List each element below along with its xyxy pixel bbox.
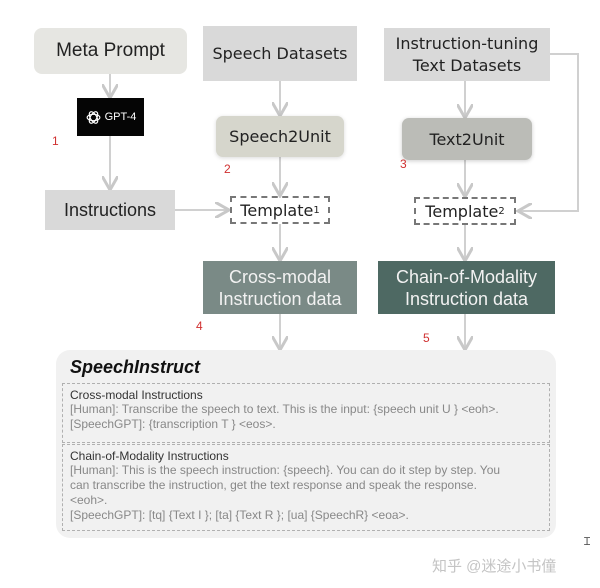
step-number-4: 4 (196, 319, 203, 333)
chain-human-line2: can transcribe the instruction, get the … (70, 478, 477, 492)
itds-line2: Text Datasets (412, 55, 522, 75)
cross-modal-human: [Human]: Transcribe the speech to text. … (70, 402, 499, 416)
step-number-3: 3 (400, 157, 407, 171)
text2unit-node: Text2Unit (402, 118, 532, 160)
instructions-node: Instructions (45, 190, 175, 230)
cross-modal-title: Cross-modal Instructions (70, 388, 203, 402)
gpt4-logo: GPT-4 (77, 98, 144, 136)
speechinstruct-title: SpeechInstruct (70, 357, 201, 377)
step-number-5: 5 (423, 331, 430, 345)
meta-prompt-node: Meta Prompt (34, 28, 187, 74)
chain-of-modality-instructions-section: Chain-of-Modality Instructions [Human]: … (62, 444, 550, 531)
speech2unit-node: Speech2Unit (216, 116, 344, 157)
chain-gpt: [SpeechGPT]: [tq] {Text I }; [ta] {Text … (70, 508, 409, 522)
step-number-1: 1 (52, 134, 59, 148)
text-cursor-icon: Ɪ (584, 536, 591, 548)
cross-line2: Instruction data (218, 288, 342, 309)
speech-datasets-node: Speech Datasets (203, 26, 357, 81)
chain-line1: Chain-of-Modality (395, 266, 538, 287)
template2-label: Template (425, 201, 499, 221)
instruction-tuning-datasets-node: Instruction-tuning Text Datasets (384, 28, 550, 81)
cross-modal-data-node: Cross-modal Instruction data (203, 261, 357, 314)
template2-subscript: 2 (498, 205, 505, 217)
chain-of-modality-data-node: Chain-of-Modality Instruction data (378, 261, 555, 314)
gpt4-label: GPT-4 (104, 111, 137, 123)
cross-modal-instructions-section: Cross-modal Instructions [Human]: Transc… (62, 383, 550, 443)
itds-line1: Instruction-tuning (395, 33, 539, 53)
chain-line2: Instruction data (404, 288, 529, 309)
chain-human-line3: <eoh>. (70, 493, 108, 507)
template1-subscript: 1 (313, 204, 320, 216)
openai-icon (86, 110, 101, 124)
watermark: 知乎 @迷途小书僮 (432, 558, 557, 575)
cross-modal-gpt: [SpeechGPT]: {transcription T } <eos>. (70, 417, 276, 431)
cross-line1: Cross-modal (228, 266, 331, 287)
template1-label: Template (240, 200, 314, 220)
chain-title: Chain-of-Modality Instructions (70, 449, 229, 463)
step-number-2: 2 (224, 162, 231, 176)
chain-human-line1: [Human]: This is the speech instruction:… (70, 463, 501, 477)
